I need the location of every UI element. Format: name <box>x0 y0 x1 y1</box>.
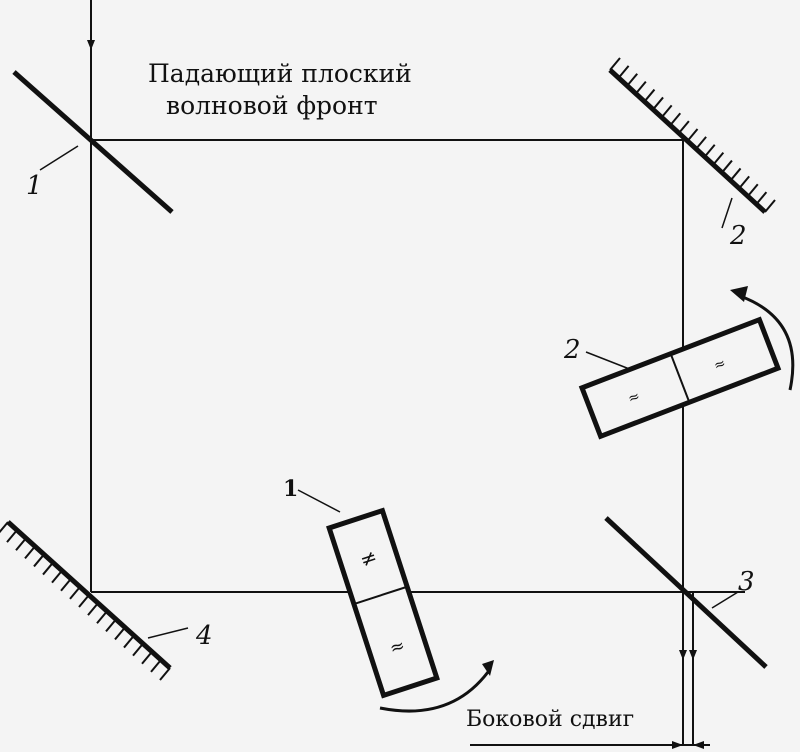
mirror-hatch <box>764 199 776 213</box>
mirror-hatch <box>686 128 699 142</box>
mirror-2 <box>608 57 776 214</box>
leader-splitter-3 <box>711 591 739 609</box>
mirror-hatch <box>626 73 638 87</box>
mirror-hatch <box>669 112 682 126</box>
plate-1: ≠ ≈ <box>326 507 440 699</box>
caption-line-1: Падающий плоский <box>148 59 412 88</box>
rotation-arrowhead-icon-2 <box>730 286 748 302</box>
output-arrow-icon <box>679 650 687 660</box>
mirror-hatch <box>141 651 153 665</box>
svg-text:≈: ≈ <box>712 355 729 374</box>
mirror-hatch <box>660 104 673 118</box>
mirror-hatch <box>96 610 108 624</box>
mirror-hatch <box>114 626 126 641</box>
output-arrow-icon-2 <box>689 650 697 660</box>
label-mirror-4: 4 <box>195 621 213 651</box>
mirror-hatch <box>24 545 36 559</box>
beam-splitter-1 <box>12 70 174 214</box>
mirror-hatch <box>695 136 707 150</box>
leader-mirror-4 <box>147 627 189 639</box>
mirror-hatch <box>51 570 63 584</box>
svg-text:≈: ≈ <box>626 388 643 407</box>
incident-arrow-icon <box>87 40 95 50</box>
label-splitter-1: 1 <box>26 171 43 201</box>
svg-text:≠: ≠ <box>357 544 380 572</box>
mirror-hatch <box>0 521 9 534</box>
rotation-arrow-plate-2 <box>739 294 795 391</box>
shear-label: Боковой сдвиг <box>466 707 634 732</box>
mirror-hatch <box>15 537 27 551</box>
mirror-hatch <box>33 553 45 568</box>
mirror-hatch <box>747 183 759 197</box>
mirror-hatch <box>132 643 144 657</box>
label-plate-1: 1 <box>283 476 298 502</box>
mirror-hatch <box>609 57 621 71</box>
mirror-hatch <box>755 191 768 205</box>
label-mirror-2: 2 <box>729 221 747 251</box>
svg-text:≈: ≈ <box>387 635 408 660</box>
beam-splitter-3 <box>604 516 768 669</box>
mirror-hatch <box>69 586 81 600</box>
mirror-hatch <box>617 65 630 79</box>
mirror-hatch <box>738 175 750 189</box>
mirror-hatch <box>78 594 90 608</box>
mirror-hatch <box>703 144 716 158</box>
shear-arrow-left-icon <box>672 741 683 749</box>
mirror-hatch <box>159 667 171 681</box>
mirror-hatch <box>712 152 725 166</box>
label-splitter-3: 3 <box>738 567 755 597</box>
mirror-hatch <box>105 618 117 632</box>
rotation-arrow-plate-1 <box>379 671 490 713</box>
caption-line-2: волновой фронт <box>166 91 378 120</box>
mirror-hatch <box>87 602 99 616</box>
mirror-hatch <box>721 159 733 174</box>
mirror-hatch <box>6 529 18 543</box>
plate-2: ≈ ≈ <box>578 316 782 440</box>
mirror-hatch <box>643 88 656 103</box>
mirror-hatch <box>42 561 54 576</box>
label-plate-2: 2 <box>563 335 581 365</box>
shear-arrow-right-icon <box>693 741 704 749</box>
leader-plate-1 <box>297 489 341 513</box>
mirror-4 <box>0 520 172 681</box>
leader-plate-2 <box>585 351 633 371</box>
leader-mirror-2 <box>721 197 733 229</box>
mirror-hatch <box>123 634 135 649</box>
mirror-hatch <box>729 167 742 182</box>
mirror-hatch <box>150 659 162 673</box>
leader-splitter-1 <box>39 145 79 171</box>
beam-paths <box>90 0 745 745</box>
mirror-hatch <box>652 96 664 111</box>
rotation-arrowhead-icon-1 <box>482 660 494 676</box>
mirror-hatch <box>60 578 72 592</box>
mirror-hatch <box>678 120 690 134</box>
mirror-hatch <box>635 81 647 95</box>
